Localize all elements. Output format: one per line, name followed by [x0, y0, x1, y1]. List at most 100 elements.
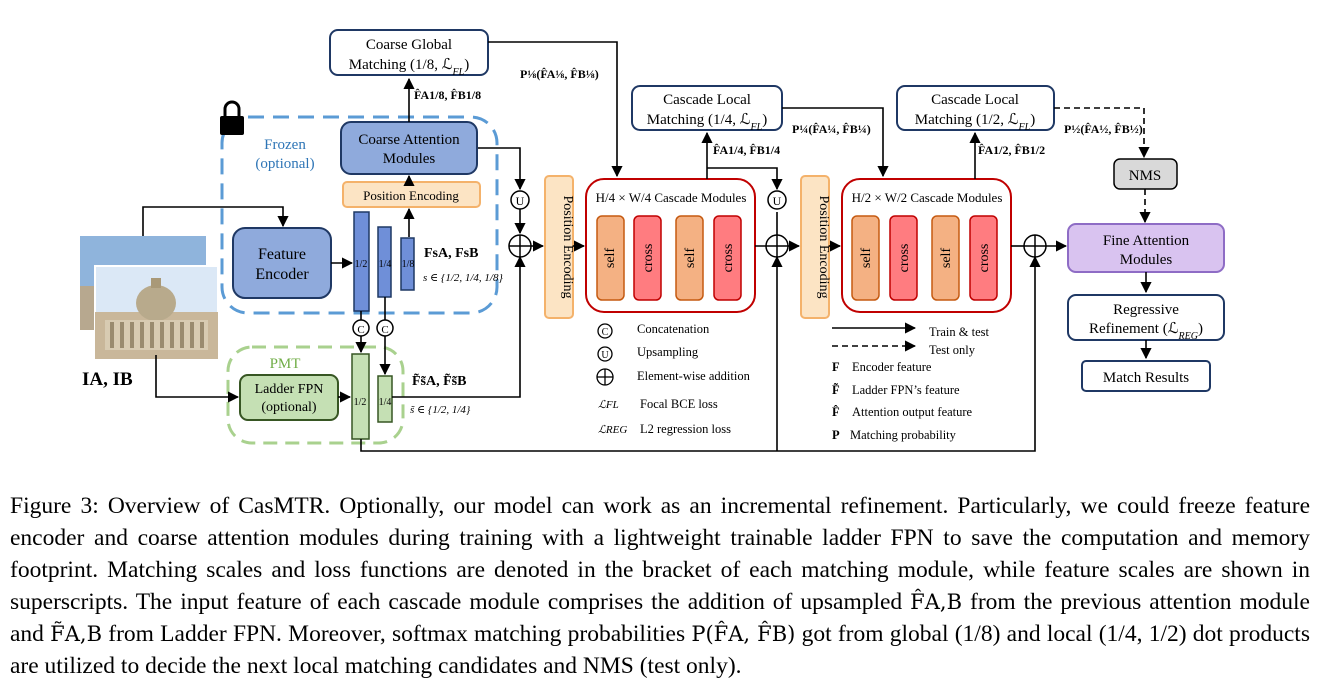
svg-text:Train & test: Train & test — [929, 325, 989, 339]
fpn-scale-set: s̃ ∈ {1/2, 1/4} — [410, 404, 471, 416]
encoder-feature-label: FsA, FsB — [424, 246, 478, 261]
cascade-quarter-blocks: self cross self cross — [596, 215, 742, 301]
svg-text:C: C — [357, 324, 364, 336]
input-label: IA, IB — [82, 369, 133, 390]
self-block — [675, 215, 704, 301]
caption-text-3: from Ladder FPN. Moreover, softmax match… — [102, 620, 692, 647]
caption-text-1: Figure 3: Overview of CasMTR. Optionally… — [10, 492, 1310, 615]
svg-text:Concatenation: Concatenation — [637, 322, 710, 336]
svg-text:Test only: Test only — [929, 343, 976, 357]
caption-math-1: F̂A,B — [910, 589, 963, 614]
legend-lines: Train & test Test only — [832, 322, 989, 357]
local-half-prob-label: P½(F̂A½, F̂B½) — [1064, 122, 1143, 136]
local-quarter-line2: Matching (1/4, ℒFL) — [647, 112, 767, 133]
local-half-line1: Cascade Local — [931, 92, 1019, 108]
cross-block — [633, 215, 662, 301]
svg-text:Upsampling: Upsampling — [637, 345, 699, 359]
upsample-op-1: U — [510, 190, 530, 210]
nms-label: NMS — [1129, 168, 1162, 184]
ladder-fpn-line1: Ladder FPN — [255, 382, 324, 397]
position-encoding-vertical-2 — [800, 175, 830, 319]
svg-text:F̂: F̂ — [832, 405, 840, 419]
caption-text-2: from the previous attention module and — [10, 588, 1310, 647]
frozen-label: Frozen — [264, 137, 306, 153]
concat-op-2: C — [376, 319, 394, 337]
flow-arrows-left — [142, 77, 1041, 452]
position-encoding-vertical-2-label: Position Encoding — [816, 195, 831, 298]
coarse-to-cascade-arrow — [488, 41, 623, 178]
svg-text:self: self — [683, 248, 698, 269]
cascade-half-title: H/2 × W/2 Cascade Modules — [852, 190, 1003, 205]
match-results-label: Match Results — [1103, 370, 1189, 386]
svg-text:Focal BCE loss: Focal BCE loss — [640, 397, 718, 411]
add-op-2 — [765, 234, 789, 258]
feature-encoder-line1: Feature — [258, 246, 306, 263]
svg-text:self: self — [603, 248, 618, 269]
pmt-region — [226, 345, 405, 445]
regressive-line1: Regressive — [1113, 302, 1179, 318]
svg-text:Attention output feature: Attention output feature — [852, 405, 973, 419]
encoder-bar-eighth — [400, 237, 415, 291]
position-encoding-small-label: Position Encoding — [363, 188, 459, 203]
regressive-line2: Refinement (ℒREG) — [1089, 321, 1203, 342]
local-quarter-line1: Cascade Local — [663, 92, 751, 108]
lock-icon — [220, 100, 244, 135]
coarse-global-matching-box — [329, 29, 489, 76]
svg-text:self: self — [859, 248, 874, 269]
cross-block — [969, 215, 998, 301]
svg-text:Matching probability: Matching probability — [850, 428, 957, 442]
self-block — [931, 215, 960, 301]
match-results-box — [1081, 360, 1211, 392]
stage1-arrows — [701, 107, 889, 247]
svg-text:cross: cross — [897, 244, 912, 273]
svg-text:P: P — [832, 428, 840, 442]
svg-text:F̃: F̃ — [832, 383, 840, 397]
svg-text:cross: cross — [721, 244, 736, 273]
cascade-half-blocks: self cross self cross — [851, 215, 998, 301]
feature-encoder-line2: Encoder — [255, 266, 309, 283]
svg-text:C: C — [602, 327, 609, 338]
add-op-3 — [1023, 234, 1047, 258]
coarse-out-feature-label: F̂A1/8, F̂B1/8 — [414, 88, 481, 102]
svg-text:F: F — [832, 360, 840, 374]
local-half-feature-label: F̂A1/2, F̂B1/2 — [978, 143, 1045, 157]
cross-block — [889, 215, 918, 301]
feature-encoder-box — [232, 227, 332, 299]
fpn-scale-quarter: 1/4 — [379, 397, 392, 408]
svg-text:Element-wise addition: Element-wise addition — [637, 369, 751, 383]
encoder-scale-half: 1/2 — [355, 259, 368, 270]
svg-text:U: U — [773, 194, 782, 208]
svg-text:Encoder feature: Encoder feature — [852, 360, 932, 374]
caption-math-3: P(F̂A, F̂B) — [691, 621, 796, 646]
cascade-quarter-title: H/4 × W/4 Cascade Modules — [596, 190, 747, 205]
caption-math-2: F̃A,B — [50, 621, 103, 646]
test-only-arrow — [1054, 107, 1150, 159]
self-block — [596, 215, 625, 301]
svg-text:L2 regression loss: L2 regression loss — [640, 422, 731, 436]
svg-text:self: self — [939, 248, 954, 269]
fpn-scale-half: 1/2 — [354, 397, 367, 408]
coarse-attention-line2: Modules — [383, 151, 436, 167]
fine-attention-line2: Modules — [1120, 252, 1173, 268]
fine-attention-line1: Fine Attention — [1103, 233, 1190, 249]
svg-text:ℒFL: ℒFL — [598, 399, 619, 411]
encoder-scale-set: s ∈ {1/2, 1/4, 1/8} — [423, 272, 503, 284]
concat-op-1: C — [352, 319, 370, 337]
svg-text:U: U — [516, 194, 525, 208]
input-image — [80, 236, 219, 360]
figure-caption: Figure 3: Overview of CasMTR. Optionally… — [10, 490, 1310, 682]
position-encoding-vertical-1 — [544, 175, 574, 319]
svg-text:Ladder FPN’s feature: Ladder FPN’s feature — [852, 383, 960, 397]
stage2-arrows — [969, 131, 1024, 247]
encoder-scale-quarter: 1/4 — [379, 259, 392, 270]
add-op-1 — [508, 234, 532, 258]
fpn-feature-label: F̃s̃A, F̃s̃B — [412, 372, 466, 389]
caption-text-4: got from global (1/8) and local (1/4, 1/… — [10, 620, 1310, 679]
local-half-line2: Matching (1/2, ℒFL) — [915, 112, 1035, 133]
self-block — [851, 215, 880, 301]
local-quarter-feature-label: F̂A1/4, F̂B1/4 — [713, 143, 780, 157]
frozen-optional-label: (optional) — [255, 156, 314, 172]
frozen-region — [220, 115, 499, 315]
cross-block — [713, 215, 742, 301]
coarse-attention-line1: Coarse Attention — [358, 132, 460, 148]
